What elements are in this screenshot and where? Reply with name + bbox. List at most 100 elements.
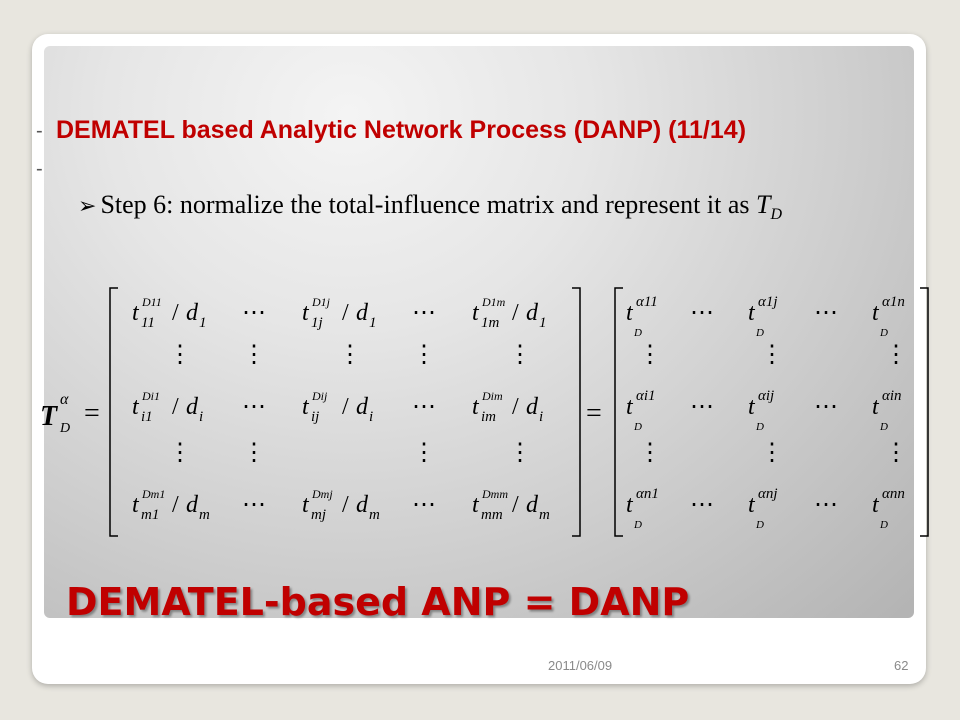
cell-sup: αin	[882, 388, 902, 404]
cell-sub: 11	[141, 315, 155, 331]
cell-divide: /	[172, 492, 179, 518]
cell-divisor-sub: m	[369, 507, 380, 523]
cell-sup: αi1	[636, 388, 656, 404]
cell-divisor: d	[526, 394, 539, 420]
right-matrix-bracket-r	[920, 287, 929, 537]
cell-sup: αnn	[882, 486, 905, 502]
cell-sub: i1	[141, 409, 153, 425]
vdots: ⋮	[508, 440, 532, 466]
cell-sup: D11	[141, 295, 162, 309]
cell-sup: αnj	[758, 486, 778, 502]
cell-divisor: d	[186, 394, 199, 420]
cell-divisor: d	[356, 300, 369, 326]
cell-sub: D	[879, 519, 888, 531]
hdots: ⋯	[814, 492, 838, 518]
hdots: ⋯	[814, 394, 838, 420]
cell-divisor: d	[526, 492, 539, 518]
cell-divide: /	[342, 300, 349, 326]
cell-sub: D	[633, 327, 642, 339]
step-text: ➢Step 6: normalize the total-influence m…	[78, 190, 782, 224]
arrow-bullet-icon: ➢	[78, 193, 97, 218]
cell-sub: m1	[141, 507, 159, 523]
cell-sup: Dim	[481, 389, 503, 403]
cell-sub: D	[879, 327, 888, 339]
vdots: ⋮	[638, 440, 662, 466]
vdots: ⋮	[168, 440, 192, 466]
cell-base: t	[302, 300, 310, 326]
cell-divisor-sub: i	[199, 409, 203, 425]
step-variable: T	[756, 190, 771, 219]
equals-sign-2: =	[586, 398, 602, 429]
cell-sub: mj	[311, 507, 326, 523]
vdots: ⋮	[242, 342, 266, 368]
vdots: ⋮	[884, 342, 908, 368]
cell-divisor-sub: 1	[199, 315, 207, 331]
cell-base: t	[472, 492, 480, 518]
cell-divisor: d	[186, 300, 199, 326]
slide-title: DEMATEL based Analytic Network Process (…	[56, 116, 747, 144]
vdots: ⋮	[338, 342, 362, 368]
cell-sup: Dmj	[311, 487, 333, 501]
cell-divide: /	[172, 394, 179, 420]
cell-base: t	[748, 300, 756, 326]
vdots: ⋮	[412, 342, 436, 368]
cell-sup: α1j	[758, 294, 778, 310]
cell-divisor-sub: m	[539, 507, 550, 523]
cell-sub: D	[633, 421, 642, 433]
cell-sub: 1m	[481, 315, 500, 331]
cell-divisor-sub: m	[199, 507, 210, 523]
footer-date: 2011/06/09	[548, 658, 613, 673]
cell-base: t	[748, 394, 756, 420]
cell-base: t	[872, 300, 880, 326]
cell-sup: αij	[758, 388, 774, 404]
cell-sub: D	[755, 327, 764, 339]
step-description: Step 6: normalize the total-influence ma…	[100, 190, 750, 219]
vdots: ⋮	[760, 440, 784, 466]
cell-divide: /	[512, 300, 519, 326]
cell-sup: D1j	[311, 295, 331, 309]
hdots: ⋯	[412, 300, 436, 326]
lhs-sup: α	[60, 391, 69, 408]
cell-base: t	[626, 300, 634, 326]
cell-sup: Dm1	[141, 487, 165, 501]
cell-sub: D	[633, 519, 642, 531]
cell-divide: /	[342, 492, 349, 518]
cell-base: t	[872, 492, 880, 518]
left-matrix-bracket-r	[572, 287, 581, 537]
cell-sub: D	[755, 421, 764, 433]
cell-base: t	[132, 492, 140, 518]
vdots: ⋮	[168, 342, 192, 368]
cell-sub: D	[755, 519, 764, 531]
cell-sup: D1m	[481, 295, 506, 309]
lhs-sub: D	[59, 421, 70, 436]
vdots: ⋮	[638, 342, 662, 368]
left-matrix-bracket-l	[109, 287, 118, 537]
cell-divide: /	[172, 300, 179, 326]
slide-panel	[44, 46, 914, 618]
equals-sign-1: =	[84, 398, 100, 429]
hdots: ⋯	[242, 394, 266, 420]
cell-sup: αn1	[636, 486, 659, 502]
cell-divisor-sub: i	[539, 409, 543, 425]
cell-sub: 1j	[311, 315, 323, 331]
cell-divisor: d	[356, 492, 369, 518]
cell-base: t	[302, 394, 310, 420]
hdots: ⋯	[690, 300, 714, 326]
cell-divide: /	[342, 394, 349, 420]
hdots: ⋯	[412, 394, 436, 420]
page-number: 62	[894, 658, 909, 673]
big-title: DEMATEL-based ANP = DANP	[66, 580, 690, 624]
cell-sub: im	[481, 409, 496, 425]
cell-sup: α11	[636, 294, 658, 310]
cell-divisor-sub: 1	[539, 315, 547, 331]
cell-base: t	[748, 492, 756, 518]
cell-base: t	[302, 492, 310, 518]
bullet-dash: -	[36, 120, 43, 142]
cell-divisor-sub: i	[369, 409, 373, 425]
cell-sup: α1n	[882, 294, 905, 310]
cell-base: t	[626, 394, 634, 420]
cell-divisor: d	[526, 300, 539, 326]
